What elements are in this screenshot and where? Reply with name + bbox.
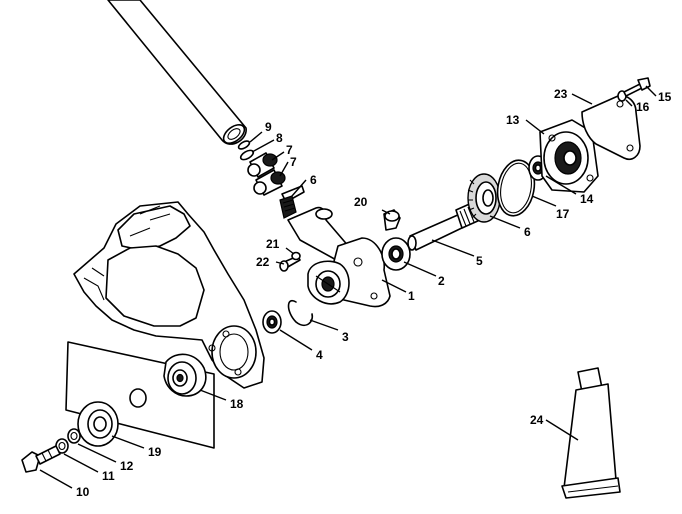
callout-17: 17 <box>556 207 570 221</box>
callout-20: 20 <box>354 195 368 209</box>
callout-23: 23 <box>554 87 568 101</box>
circlip-3 <box>287 299 314 327</box>
callout-13: 13 <box>506 113 520 127</box>
callout-5: 5 <box>476 254 483 268</box>
callout-4: 4 <box>316 348 323 362</box>
bevel-gear <box>467 173 501 223</box>
needle-bearing-upper <box>247 152 278 178</box>
cover-plate <box>581 94 641 161</box>
pinion-gear <box>279 185 305 219</box>
grease-tube <box>561 367 621 499</box>
bolt-10 <box>21 445 61 473</box>
callout-1: 1 <box>408 289 415 303</box>
callout-labels: 9 8 7 7 6 20 21 22 5 2 1 3 4 6 17 14 13 … <box>76 87 672 499</box>
ring-8 <box>239 149 255 161</box>
leader-lines <box>39 85 657 489</box>
callout-15: 15 <box>658 90 672 104</box>
ball-bearing-2 <box>381 237 411 271</box>
plug-screw <box>383 209 401 231</box>
callout-16: 16 <box>636 100 650 114</box>
callout-22: 22 <box>256 255 270 269</box>
callout-7-lower: 7 <box>290 155 297 169</box>
callout-9: 9 <box>265 120 272 134</box>
callout-18: 18 <box>230 397 244 411</box>
callout-14: 14 <box>580 192 594 206</box>
shaft-seal <box>262 310 282 334</box>
callout-6-pinion: 6 <box>310 173 317 187</box>
blade-guard <box>73 201 265 389</box>
callout-3: 3 <box>342 330 349 344</box>
callout-8: 8 <box>276 131 283 145</box>
thrust-plate <box>163 353 207 397</box>
washer-21 <box>291 251 301 261</box>
bearing-flange <box>539 119 599 193</box>
o-ring <box>496 159 536 217</box>
callout-19: 19 <box>148 445 162 459</box>
circlip-9 <box>237 140 251 150</box>
washer-12 <box>67 428 81 444</box>
callout-12: 12 <box>120 459 134 473</box>
callout-11: 11 <box>102 469 115 483</box>
needle-bearing-lower <box>253 169 286 196</box>
drive-tube <box>107 0 247 145</box>
callout-2: 2 <box>438 274 445 288</box>
callout-6-bevel: 6 <box>524 225 531 239</box>
callout-10: 10 <box>76 485 90 499</box>
output-shaft <box>407 201 481 251</box>
thrust-washer <box>77 401 119 447</box>
callout-21: 21 <box>266 237 280 251</box>
callout-24: 24 <box>530 413 544 427</box>
callout-7-upper: 7 <box>286 143 293 157</box>
gear-housing <box>287 206 391 308</box>
